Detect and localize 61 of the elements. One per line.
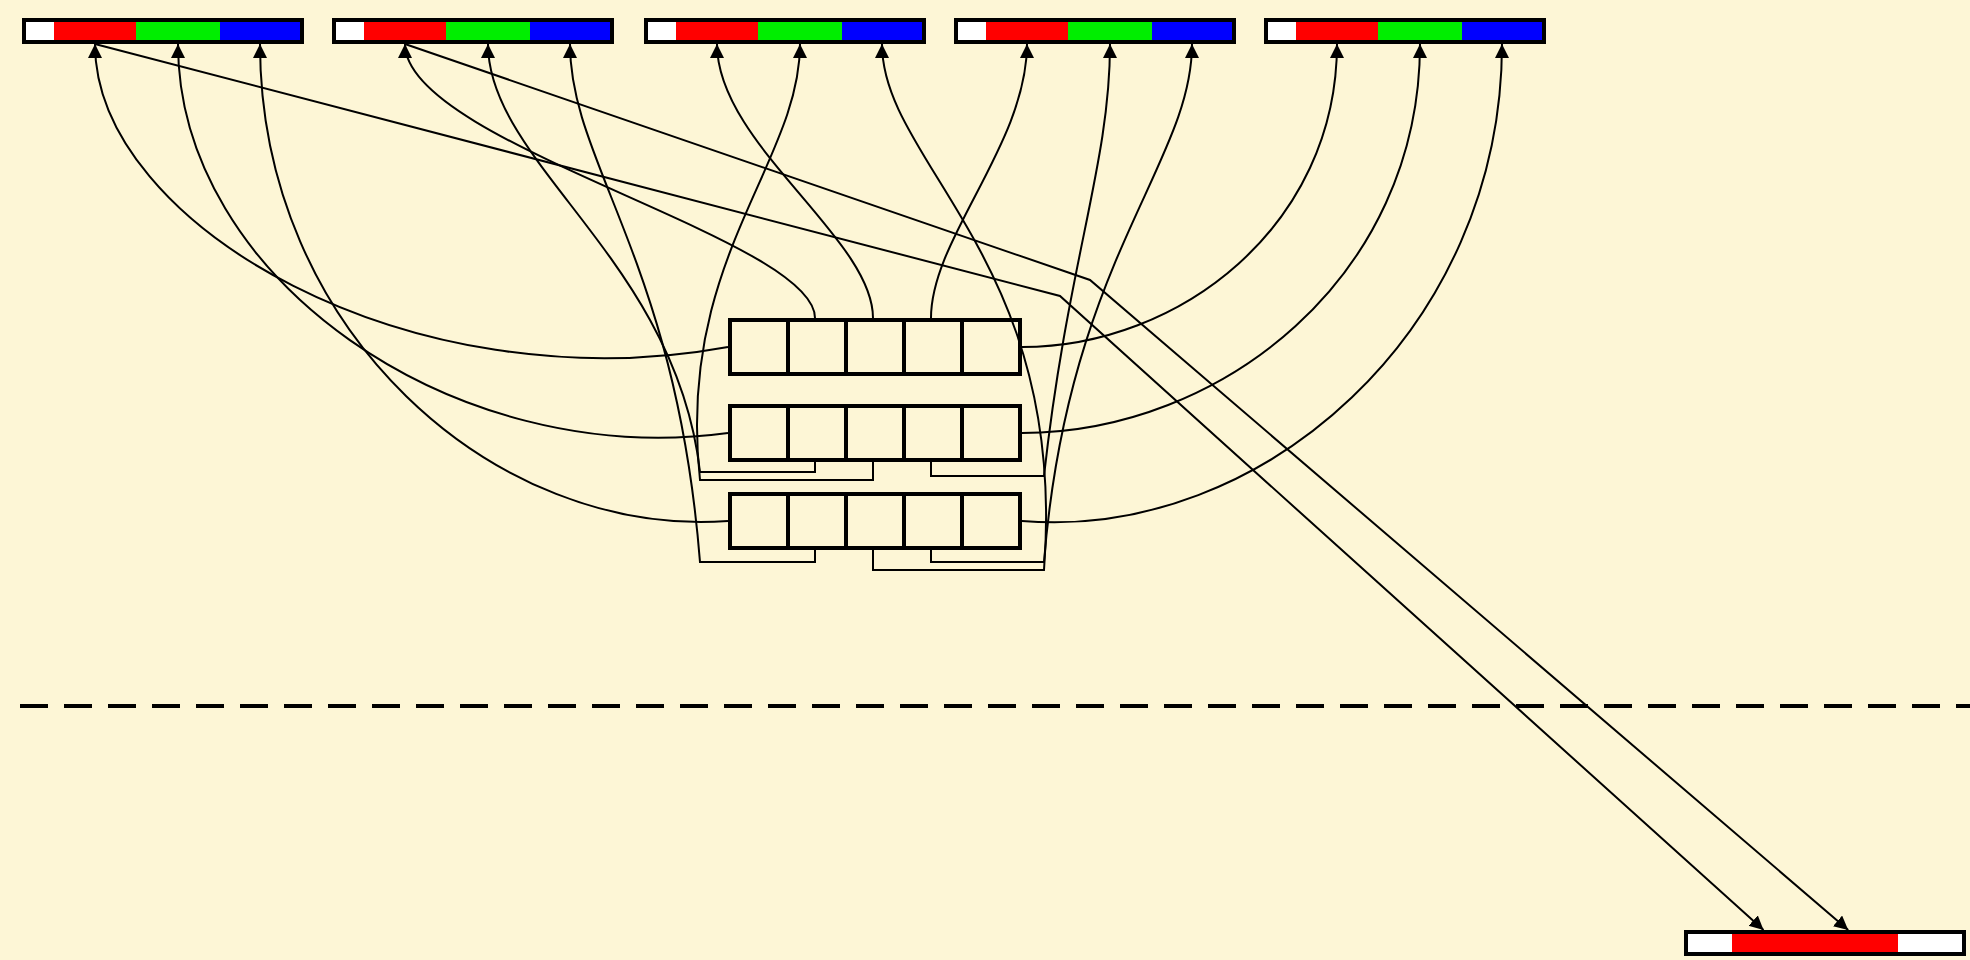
bar-segment	[1898, 934, 1962, 952]
bar-segment	[1296, 22, 1378, 40]
arrow	[930, 43, 1033, 319]
arrow	[1021, 43, 1426, 434]
color-bar	[22, 18, 304, 44]
arrow	[482, 43, 816, 473]
bar-segment	[1268, 22, 1296, 40]
bar-segment	[1152, 22, 1232, 40]
bar-segment	[1732, 934, 1898, 952]
bar-segment	[336, 22, 364, 40]
arrow	[711, 43, 874, 319]
bar-segment	[54, 22, 136, 40]
bar-segment	[530, 22, 610, 40]
grid-cell	[960, 318, 1022, 376]
arrow	[695, 43, 874, 481]
grid-cell	[902, 404, 960, 462]
arrow	[253, 43, 729, 522]
color-bar	[954, 18, 1236, 44]
arrow	[172, 43, 729, 439]
color-bar	[332, 18, 614, 44]
grid-cell	[960, 404, 1022, 462]
grid-cell	[786, 492, 844, 550]
grid-cell	[960, 492, 1022, 550]
grid-cell	[786, 404, 844, 462]
color-bar	[1264, 18, 1546, 44]
arrow	[402, 43, 816, 319]
bar-segment	[364, 22, 446, 40]
arrow	[94, 43, 1765, 931]
arrow	[564, 43, 816, 563]
bar-segment	[1688, 934, 1732, 952]
grid-cell	[902, 318, 960, 376]
bar-segment	[1068, 22, 1152, 40]
bar-segment	[958, 22, 986, 40]
grid-cell	[786, 318, 844, 376]
grid-cell	[728, 492, 786, 550]
bar-segment	[842, 22, 922, 40]
bar-segment	[446, 22, 530, 40]
arrow	[1021, 43, 1343, 348]
bar-segment	[986, 22, 1068, 40]
color-bar	[644, 18, 926, 44]
grid-cell	[844, 492, 902, 550]
bar-segment	[648, 22, 676, 40]
grid-cell	[728, 404, 786, 462]
arrow	[930, 43, 1117, 477]
arrow	[1021, 43, 1508, 523]
bar-segment	[1378, 22, 1462, 40]
bar-segment	[758, 22, 842, 40]
color-bar	[1684, 930, 1966, 956]
bar-segment	[676, 22, 758, 40]
grid-cell	[728, 318, 786, 376]
bar-segment	[136, 22, 220, 40]
arrow	[90, 43, 729, 359]
bar-segment	[26, 22, 54, 40]
arrow	[404, 43, 1850, 931]
grid-cell	[844, 318, 902, 376]
grid-cell	[844, 404, 902, 462]
bar-segment	[220, 22, 300, 40]
bar-segment	[1462, 22, 1542, 40]
grid-cell	[902, 492, 960, 550]
arrow	[930, 43, 1198, 563]
arrow	[872, 43, 1047, 571]
